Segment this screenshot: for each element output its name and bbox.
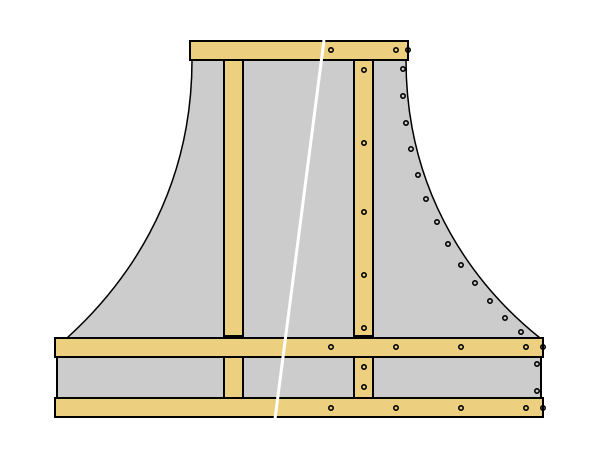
rivet	[533, 387, 540, 394]
rivet	[360, 324, 367, 331]
rivet	[404, 46, 411, 53]
rivet	[433, 219, 440, 226]
left-vertical-strap-upper	[223, 59, 244, 337]
rivet	[392, 343, 399, 350]
rivet	[399, 66, 406, 73]
rivet	[501, 314, 508, 321]
rivet	[399, 93, 406, 100]
rivet	[360, 140, 367, 147]
left-vertical-strap-lower	[223, 356, 244, 399]
rivet	[533, 360, 540, 367]
right-vertical-strap-upper	[353, 59, 374, 337]
rivets	[327, 46, 546, 411]
rivet	[422, 196, 429, 203]
rivet	[360, 67, 367, 74]
rivet	[402, 120, 409, 127]
rivet	[414, 172, 421, 179]
rivet	[327, 343, 334, 350]
rivet	[486, 297, 493, 304]
rivet	[360, 209, 367, 216]
rivet	[444, 241, 451, 248]
rivet	[327, 46, 334, 53]
rivet	[407, 146, 414, 153]
middle-band	[54, 337, 544, 358]
rivet	[360, 383, 367, 390]
rivet	[539, 343, 546, 350]
rivet	[539, 404, 546, 411]
rivet	[392, 404, 399, 411]
right-vertical-strap-lower	[353, 356, 374, 399]
rivet	[457, 404, 464, 411]
rivet	[471, 279, 478, 286]
rivet	[522, 404, 529, 411]
rivet	[457, 343, 464, 350]
rivet	[392, 46, 399, 53]
rivet	[327, 404, 334, 411]
cut-line	[273, 39, 326, 420]
rivet	[522, 343, 529, 350]
top-band	[189, 40, 409, 61]
bottom-band	[54, 397, 544, 418]
rivet	[360, 363, 367, 370]
rivet	[360, 271, 367, 278]
rivet	[457, 261, 464, 268]
hood-body-lower-box	[56, 356, 542, 399]
rivet	[517, 328, 524, 335]
